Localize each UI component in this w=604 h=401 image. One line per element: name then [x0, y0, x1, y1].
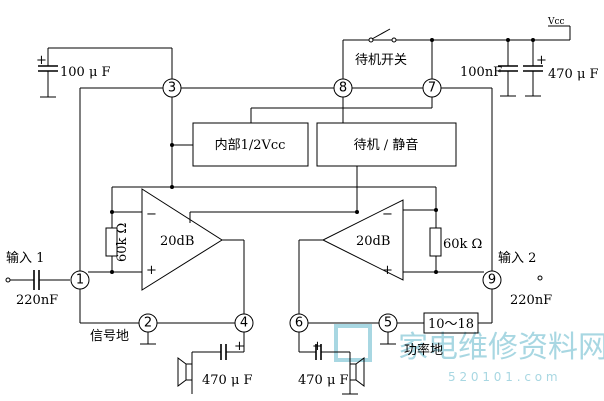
- pin-1: 1: [70, 270, 90, 290]
- standby-mute-label: 待机 / 静音: [354, 137, 419, 153]
- pin-6-label: 6: [295, 316, 303, 331]
- vcc-label: Vcc: [547, 17, 565, 27]
- standby-mute-block: [316, 122, 457, 167]
- right-amp-minus: −: [382, 207, 393, 222]
- pin-8: 8: [333, 78, 353, 98]
- input1-wiring: [5, 270, 70, 290]
- pin-7: 7: [422, 78, 442, 98]
- right-amplifier: [321, 199, 404, 281]
- pin-4-label: 4: [240, 316, 248, 331]
- left-amp-plus: +: [146, 263, 157, 278]
- pin-3-label: 3: [168, 81, 176, 96]
- cap-100uf-label: 100 μ F: [60, 65, 111, 80]
- right-amp-gain: 20dB: [356, 234, 390, 249]
- pin-2-label: 2: [144, 316, 152, 331]
- watermark: 家电维修资料网 5 2 0 1 0 1 . c o m: [334, 324, 604, 384]
- pin-9-label: 9: [488, 273, 496, 288]
- pin3-wiring: [38, 47, 493, 272]
- pin-7-label: 7: [428, 81, 436, 96]
- right-resistor-label: 60k Ω: [443, 237, 482, 252]
- input2-label: 输入 2: [498, 250, 536, 266]
- standby-switch-label: 待机开关: [355, 53, 407, 68]
- pin-4: 4: [234, 313, 254, 333]
- cap-220nf-right-label: 220nF: [510, 293, 552, 308]
- cap-470uf-plus: +: [536, 53, 547, 68]
- pin-9: 9: [482, 270, 502, 290]
- cap-right-plus: +: [312, 339, 323, 354]
- input2-wiring: [537, 275, 543, 281]
- bottom-wiring: [79, 288, 493, 395]
- internal-blocks-wiring: [250, 96, 433, 214]
- input1-label: 输入 1: [6, 250, 44, 266]
- cap-470uf-supply-label: 470 μ F: [548, 67, 599, 82]
- pin-5: 5: [378, 313, 398, 333]
- cap-470uf-right-label: 470 μ F: [298, 373, 349, 388]
- cap-left-plus: +: [234, 339, 245, 354]
- power-ground-label: 功率地: [404, 342, 443, 358]
- standby-switch: [368, 28, 397, 43]
- right-amp-wiring: [172, 186, 484, 315]
- pin-8-label: 8: [339, 81, 347, 96]
- pin-5-label: 5: [384, 316, 392, 331]
- watermark-logo: [334, 324, 372, 362]
- watermark-cn: 家电维修资料网: [398, 330, 604, 365]
- pin-3: 3: [162, 78, 182, 98]
- cap-220nf-left-label: 220nF: [16, 293, 58, 308]
- internal-half-vcc-block: [192, 122, 309, 167]
- left-resistor-label: 60k Ω: [115, 223, 130, 262]
- left-amp-wiring: [88, 186, 357, 315]
- supply-wiring: [342, 25, 571, 97]
- watermark-url: 5 2 0 1 0 1 . c o m: [448, 370, 558, 384]
- left-amp-minus: −: [146, 207, 157, 222]
- right-amp-plus: +: [382, 263, 393, 278]
- pin-1-label: 1: [76, 273, 84, 288]
- range-box-label: 10～18: [428, 317, 474, 332]
- left-amp-gain: 20dB: [160, 234, 194, 249]
- pin-2: 2: [138, 313, 158, 333]
- right-resistor: [429, 227, 442, 257]
- cap-100uf-plus: +: [36, 53, 47, 68]
- signal-ground-label: 信号地: [90, 329, 129, 344]
- internal-half-vcc-label: 内部1/2Vcc: [215, 137, 286, 153]
- cap-100nf-label: 100nF: [460, 65, 502, 80]
- pin-6: 6: [289, 313, 309, 333]
- left-amplifier: [141, 188, 223, 291]
- range-box: [423, 312, 479, 334]
- cap-470uf-left-label: 470 μ F: [202, 373, 253, 388]
